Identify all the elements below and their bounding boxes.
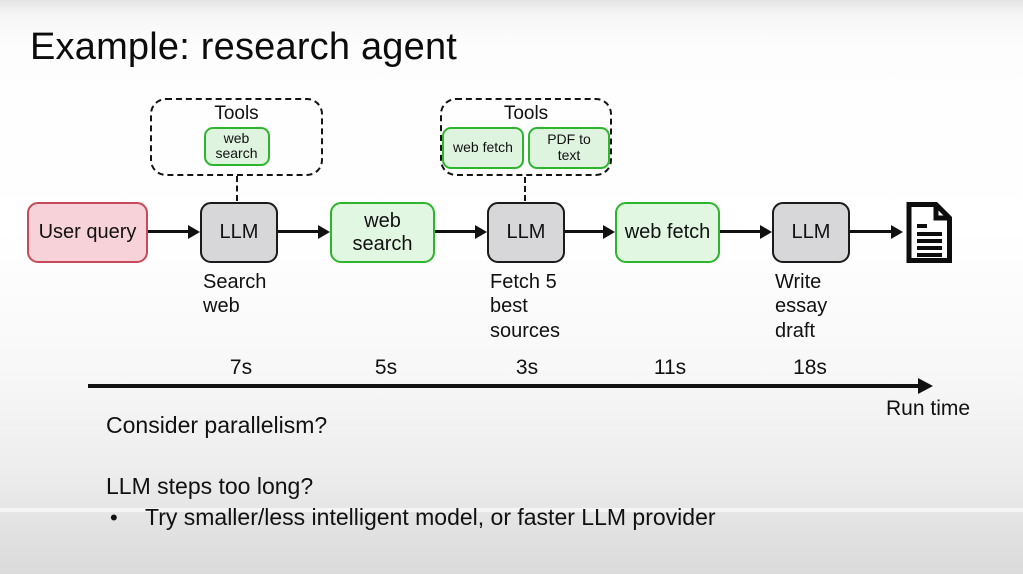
timeline-axis-label: Run time [886, 397, 971, 420]
step-caption-search-web: Search web [203, 271, 267, 318]
duration-label-4: 11s [653, 356, 687, 379]
tools-group-label: Tools [503, 103, 549, 124]
node-llm-3: LLM [772, 202, 850, 263]
tools-group-2: Tools web fetch PDF to text [440, 98, 612, 176]
tools-connector-line [524, 177, 526, 201]
tool-chip-web-search: web search [203, 126, 270, 166]
note-consider-parallelism: Consider parallelism? [106, 412, 328, 438]
timeline-arrow [88, 378, 933, 394]
duration-label-5: 18s [793, 356, 827, 379]
note-llm-steps-too-long: LLM steps too long? [106, 473, 314, 499]
tools-group-1: Tools web search [150, 98, 323, 176]
flow-arrow [720, 224, 772, 239]
tools-chip-row: web search [203, 126, 270, 166]
bullet-marker: • [110, 505, 118, 530]
flow-arrow [148, 224, 200, 239]
tools-chip-row: web fetch PDF to text [442, 126, 610, 169]
node-user-query: User query [27, 202, 148, 263]
tool-chip-web-fetch: web fetch [442, 126, 524, 169]
tool-chip-pdf-to-text: PDF to text [528, 126, 610, 169]
step-caption-fetch-sources: Fetch 5 best sources [490, 271, 561, 342]
step-caption-write-draft: Write essay draft [775, 271, 828, 342]
node-llm-1: LLM [200, 202, 278, 263]
flow-arrow [850, 224, 903, 239]
node-web-fetch: web fetch [615, 202, 720, 263]
duration-label-2: 5s [374, 356, 398, 379]
flow-arrow [278, 224, 330, 239]
duration-label-3: 3s [515, 356, 539, 379]
document-icon [903, 201, 955, 269]
flow-arrow [435, 224, 487, 239]
tools-group-label: Tools [214, 103, 259, 124]
background-shine [0, 508, 1023, 512]
slide-title: Example: research agent [30, 26, 458, 68]
flow-arrow [565, 224, 615, 239]
node-web-search: web search [330, 202, 435, 263]
note-bullet-suggestion: Try smaller/less intelligent model, or f… [145, 504, 716, 530]
node-llm-2: LLM [487, 202, 565, 263]
tools-connector-line [236, 176, 238, 201]
duration-label-1: 7s [229, 356, 253, 379]
